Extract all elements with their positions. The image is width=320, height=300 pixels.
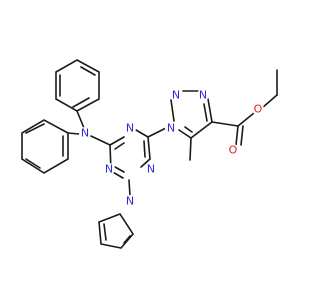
atom-label-ester-o: O <box>254 103 263 116</box>
atom-label-triazole-n2: N <box>172 89 180 102</box>
atom-label-triazole-n3: N <box>199 89 207 102</box>
atom-label-carbonyl-o: O <box>229 144 238 157</box>
atom-label-amine-n: N <box>81 127 89 140</box>
atom-label-triazole-n1: N <box>167 122 175 135</box>
phenyl-ring-upper <box>55 59 100 112</box>
molecule-structure: N N N N N N N N O O <box>21 59 278 249</box>
bond-methyl <box>189 137 192 161</box>
atom-label-triazine-n1: N <box>126 122 134 135</box>
ester-group <box>211 69 278 146</box>
atom-labels: N N N N N N N N O O <box>79 89 264 208</box>
bond-phenyl-lower-n <box>67 132 80 135</box>
triazine-ring <box>109 129 151 197</box>
bond-triazine-triazole <box>147 127 167 138</box>
triazole-ring <box>170 90 213 139</box>
bond-phenyl-upper-n <box>76 110 85 129</box>
atom-label-pyrrole-n: N <box>126 195 134 208</box>
bond-n-triazine <box>90 135 111 146</box>
atom-label-triazine-n5: N <box>147 163 155 176</box>
phenyl-ring-lower <box>21 119 69 174</box>
pyrrole-ring <box>98 213 134 249</box>
atom-label-triazine-n3: N <box>105 163 113 176</box>
